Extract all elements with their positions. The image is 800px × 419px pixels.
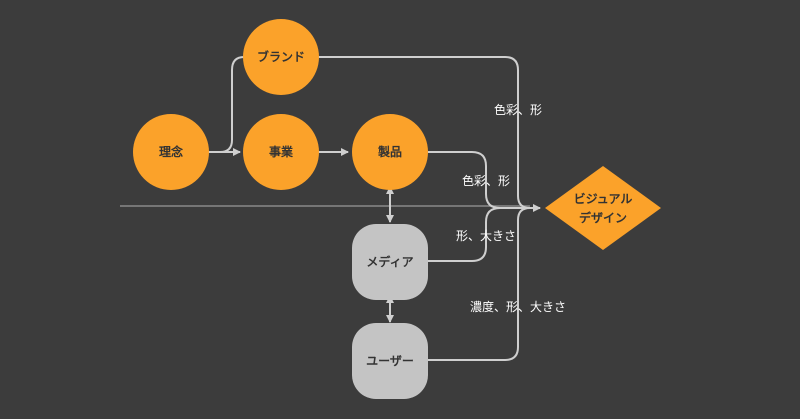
node-rinen: 理念 bbox=[133, 114, 209, 190]
edge-label-seihin: 色彩、形 bbox=[462, 174, 510, 188]
node-brand: ブランド bbox=[243, 19, 319, 95]
node-jigyo: 事業 bbox=[243, 114, 319, 190]
edge-label-media: 形、大きさ bbox=[456, 229, 516, 243]
node-rinen-label: 理念 bbox=[159, 144, 183, 159]
node-visual-design-label-line2: デザイン bbox=[579, 210, 627, 225]
node-visual-design-label-line1: ビジュアル bbox=[574, 191, 633, 206]
edge-label-user: 濃度、形、大きさ bbox=[470, 299, 566, 314]
node-brand-label: ブランド bbox=[257, 49, 305, 64]
node-seihin: 製品 bbox=[352, 114, 428, 190]
edge-user-to-visual bbox=[428, 207, 531, 361]
node-jigyo-label: 事業 bbox=[269, 144, 294, 159]
node-user: ユーザー bbox=[352, 323, 428, 399]
edge-media-to-visual bbox=[428, 207, 501, 262]
node-user-label: ユーザー bbox=[366, 354, 414, 368]
edge-rinen-to-brand bbox=[207, 56, 250, 153]
edge-seihin-to-visual bbox=[428, 151, 541, 212]
edge-brand-to-visual bbox=[318, 56, 531, 209]
edge-label-brand: 色彩、形 bbox=[494, 103, 542, 117]
node-visual-design: ビジュアル デザイン bbox=[545, 166, 661, 250]
node-media-label: メディア bbox=[366, 254, 413, 269]
node-media: メディア bbox=[352, 224, 428, 300]
node-seihin-label: 製品 bbox=[377, 144, 402, 159]
